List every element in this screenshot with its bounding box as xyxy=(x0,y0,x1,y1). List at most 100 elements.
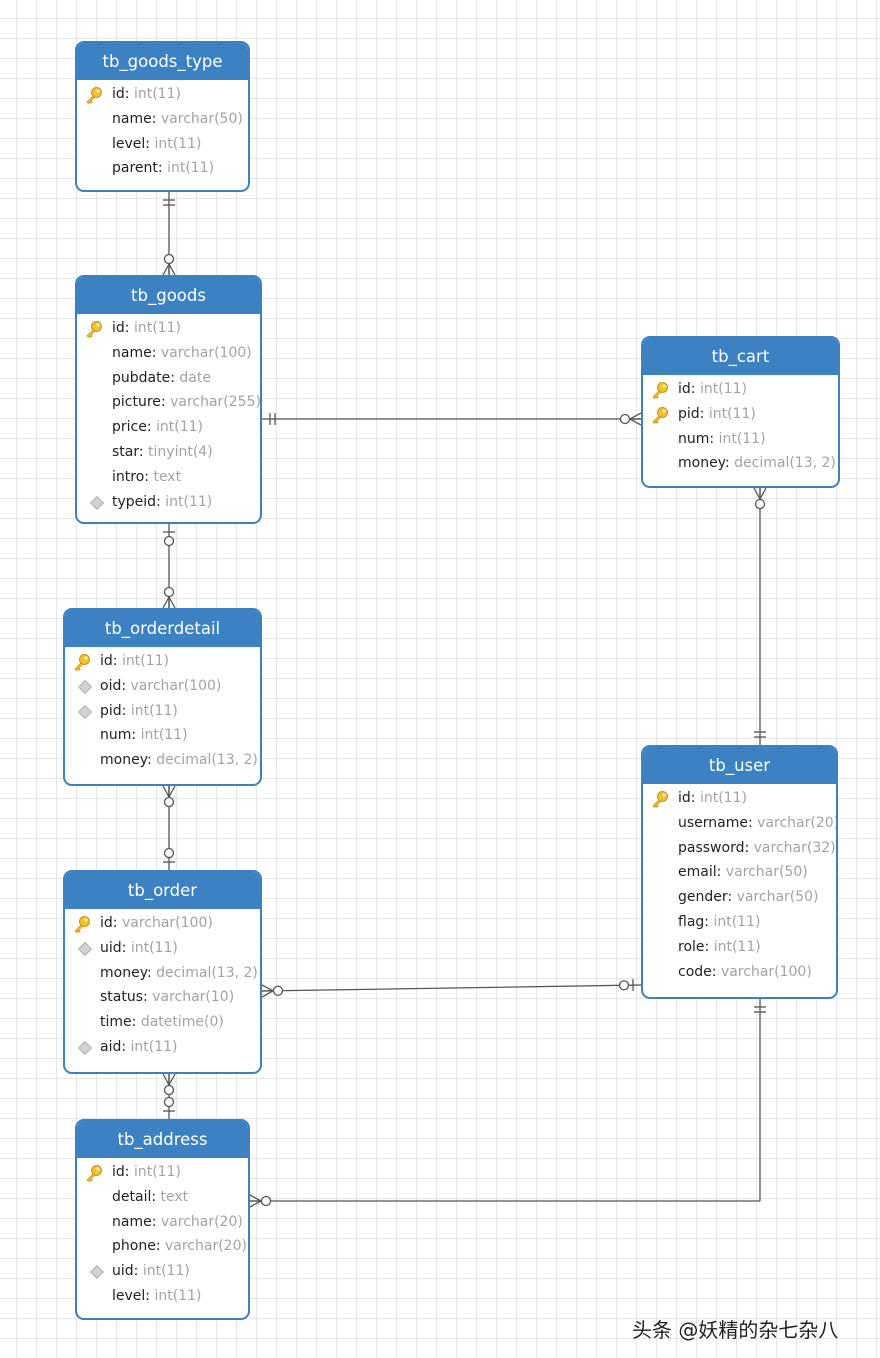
field-row: id: int(11) xyxy=(77,82,248,107)
field-name: code xyxy=(678,963,712,980)
field-name: intro xyxy=(112,468,145,485)
field-name: id xyxy=(100,653,113,669)
field-type: int(11) xyxy=(130,1038,178,1055)
field-row: id: int(11) xyxy=(643,377,838,402)
field-name: typeid xyxy=(112,493,157,510)
field-row: name: varchar(100) xyxy=(112,344,252,361)
optional-marker xyxy=(619,413,631,425)
field-name: money xyxy=(100,964,147,981)
optional-marker xyxy=(260,1195,272,1207)
field-name: id xyxy=(112,86,125,102)
zero-or-many-marker xyxy=(753,487,767,500)
field-row: pid: int(11) xyxy=(65,699,260,724)
field-row: gender: varchar(50) xyxy=(678,889,819,906)
field-type: int(11) xyxy=(140,727,188,744)
field-name: phone xyxy=(112,1238,156,1255)
field-type: int(11) xyxy=(154,1287,202,1304)
field-name: id xyxy=(112,320,125,336)
field-row: price: int(11) xyxy=(112,419,204,436)
field-row: level: int(11) xyxy=(112,135,202,152)
field-row: name: varchar(20) xyxy=(112,1213,243,1230)
field-type: decimal(13, 2) xyxy=(734,455,836,472)
field-name: pubdate xyxy=(112,369,171,386)
optional-marker xyxy=(163,847,175,859)
field-name: name xyxy=(112,110,152,127)
field-row: parent: int(11) xyxy=(112,160,215,177)
field-row: id: int(11) xyxy=(77,316,260,341)
field-type: int(11) xyxy=(713,913,761,930)
field-type: int(11) xyxy=(121,653,169,669)
zero-or-many-marker xyxy=(629,412,642,426)
optional-marker xyxy=(163,1084,175,1096)
field-name: num xyxy=(678,430,710,447)
field-row: uid: int(11) xyxy=(77,1259,248,1284)
field-type: varchar(20) xyxy=(160,1213,243,1230)
field-row: oid: varchar(100) xyxy=(65,674,260,699)
field-name: oid xyxy=(100,677,122,694)
field-row: role: int(11) xyxy=(678,938,761,955)
field-row: picture: varchar(255) xyxy=(112,394,261,411)
zero-or-many-marker xyxy=(162,596,176,609)
optional-marker xyxy=(163,1096,175,1108)
field-name: uid xyxy=(112,1263,134,1280)
field-row: intro: text xyxy=(112,468,182,485)
field-name: username xyxy=(678,814,748,831)
field-name: password xyxy=(678,839,745,856)
field-row: phone: varchar(20) xyxy=(112,1238,247,1255)
field-name: pid xyxy=(100,702,122,719)
key-icon xyxy=(652,791,668,808)
field-type: varchar(100) xyxy=(121,915,213,931)
field-row: name: varchar(50) xyxy=(112,110,243,127)
diamond-icon xyxy=(77,941,93,956)
diamond-icon xyxy=(77,679,93,694)
field-type: varchar(100) xyxy=(130,677,222,694)
field-type: varchar(20) xyxy=(164,1238,247,1255)
diamond-icon xyxy=(77,704,93,719)
one-and-only-one-marker xyxy=(754,731,766,738)
field-row: email: varchar(50) xyxy=(678,864,808,881)
field-type: int(11) xyxy=(142,1263,190,1280)
zero-or-many-marker xyxy=(162,263,176,276)
field-type: varchar(50) xyxy=(736,889,819,906)
field-name: money xyxy=(100,752,147,769)
field-type: varchar(10) xyxy=(152,989,235,1006)
field-type: int(11) xyxy=(167,160,215,177)
field-name: price xyxy=(112,419,147,436)
zero-or-many-marker xyxy=(261,984,274,998)
field-name: pid xyxy=(678,405,700,422)
entity-title: tb_cart xyxy=(643,338,838,375)
optional-marker xyxy=(618,980,630,991)
field-row: pid: int(11) xyxy=(643,402,838,427)
diamond-icon xyxy=(89,1265,105,1280)
field-row: aid: int(11) xyxy=(65,1035,260,1060)
field-type: decimal(13, 2) xyxy=(156,964,258,981)
zero-or-many-marker xyxy=(162,785,176,798)
field-name: id xyxy=(678,381,691,397)
field-type: text xyxy=(153,468,182,485)
key-icon xyxy=(86,87,102,104)
field-row: id: int(11) xyxy=(65,649,260,674)
diamond-icon xyxy=(77,1040,93,1056)
field-type: datetime(0) xyxy=(140,1014,224,1031)
entity-title: tb_goods_type xyxy=(77,43,248,80)
one-and-only-one-marker xyxy=(269,413,276,425)
field-row: typeid: int(11) xyxy=(77,490,260,515)
field-type: varchar(32) xyxy=(753,839,836,856)
field-name: role xyxy=(678,938,705,955)
watermark: 头条 @妖精的杂七杂八 xyxy=(632,1318,839,1342)
field-row: money: decimal(13, 2) xyxy=(100,752,258,769)
field-name: name xyxy=(112,344,152,361)
key-icon xyxy=(652,406,668,424)
optional-marker xyxy=(163,586,175,598)
field-type: int(11) xyxy=(130,939,178,956)
field-row: id: varchar(100) xyxy=(65,911,260,936)
field-name: money xyxy=(678,455,725,472)
field-name: parent xyxy=(112,160,158,177)
